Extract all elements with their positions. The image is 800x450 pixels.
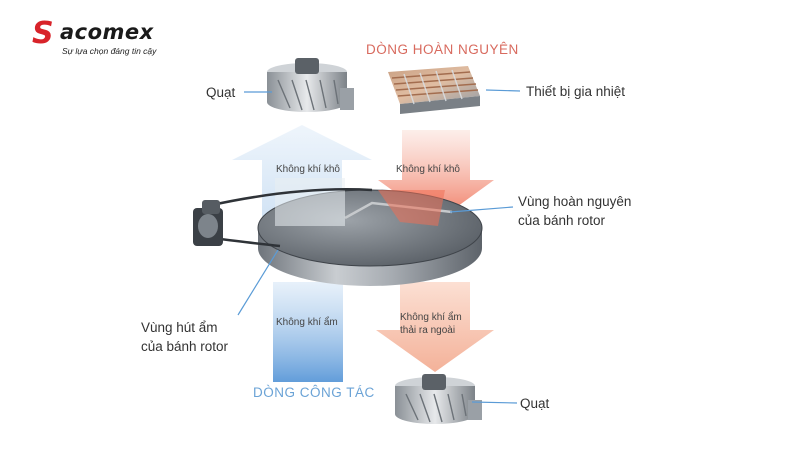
heater-label: Thiết bị gia nhiệt xyxy=(526,84,626,99)
heater-coil xyxy=(388,66,480,114)
fan-bottom xyxy=(395,374,482,424)
regeneration-heading: DÒNG HOÀN NGUYÊN xyxy=(366,42,519,57)
logo-wordmark: acomex xyxy=(60,20,154,44)
adsorption-zone-line2: của bánh rotor xyxy=(141,339,229,354)
fan-top-label: Quạt xyxy=(206,85,236,100)
rotor-wheel xyxy=(257,178,483,286)
regeneration-zone-label: Vùng hoàn nguyên của bánh rotor xyxy=(518,192,631,230)
humid-exhaust-label: Không khí ẩm thải ra ngoài xyxy=(400,311,462,337)
dry-air-left-label: Không khí khô xyxy=(276,164,340,175)
dry-air-right-label: Không khí khô xyxy=(396,164,460,175)
logo-initial: S xyxy=(32,16,54,51)
fan-bottom-label: Quạt xyxy=(520,396,550,411)
humid-air-label: Không khí ẩm xyxy=(276,317,338,328)
fan-top xyxy=(267,58,354,112)
process-air-arrow-lower xyxy=(273,282,343,382)
logo-tagline: Sự lựa chọn đáng tin cậy xyxy=(62,46,157,56)
humid-exhaust-line1: Không khí ẩm xyxy=(400,312,462,323)
sacomex-logo: S acomex Sự lựa chọn đáng tin cậy xyxy=(32,16,182,60)
regeneration-zone-line2: của bánh rotor xyxy=(518,213,606,228)
regeneration-zone-line1: Vùng hoàn nguyên xyxy=(518,194,632,209)
regen-air-arrow-lower xyxy=(376,282,494,372)
process-heading: DÒNG CÔNG TÁC xyxy=(253,385,375,400)
adsorption-zone-label: Vùng hút ẩm của bánh rotor xyxy=(141,318,228,356)
leader-lines xyxy=(237,89,521,404)
humid-exhaust-line2: thải ra ngoài xyxy=(400,325,456,336)
belt-drive xyxy=(193,188,373,248)
adsorption-zone-line1: Vùng hút ẩm xyxy=(141,320,218,335)
